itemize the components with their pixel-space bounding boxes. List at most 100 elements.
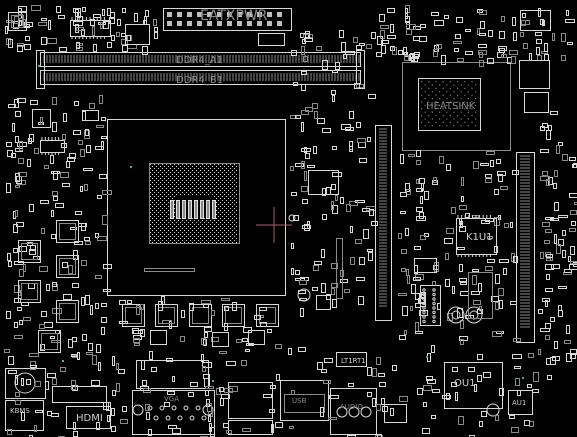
smd-component (514, 366, 521, 369)
chipset-ball (457, 81, 459, 83)
smd-component (381, 45, 386, 54)
smd-component (460, 291, 469, 296)
cpu-pin (216, 202, 217, 203)
smd-component (349, 111, 354, 119)
smd-component (349, 141, 353, 150)
cpu-pin (222, 236, 223, 237)
smd-component (422, 428, 430, 434)
cpu-pin (214, 236, 215, 237)
cpu-pin (178, 232, 179, 233)
cpu-pin (208, 230, 209, 231)
smd-component (465, 29, 471, 32)
smd-component (416, 207, 423, 212)
cpu-pin (158, 164, 159, 165)
cpu-pin (188, 166, 189, 167)
smd-component (97, 195, 102, 199)
smd-component (211, 310, 215, 316)
smd-component (556, 145, 560, 154)
smd-component (48, 20, 51, 30)
cpu-pin (222, 228, 223, 229)
cpu-pin (170, 224, 171, 225)
smd-component (544, 54, 549, 61)
cpu-pin (222, 216, 223, 217)
cpu-pin (216, 206, 217, 207)
vga-pin (189, 415, 195, 421)
smd-component (358, 296, 364, 305)
cpu-pin (178, 180, 179, 181)
smd-component (544, 240, 550, 244)
smd-component (122, 406, 127, 412)
header-pin (422, 288, 426, 292)
cpu-pin (152, 194, 153, 195)
smd-component (461, 196, 464, 202)
cpu-pin (202, 224, 203, 225)
cpu-pin (228, 190, 229, 191)
cpu-pin (160, 230, 161, 231)
smd-component (102, 9, 105, 16)
cpu-pin (186, 232, 187, 233)
cpu-pin (170, 196, 171, 197)
smd-component (56, 6, 61, 13)
smd-component (111, 35, 115, 41)
smd-component (492, 331, 502, 337)
cpu-pin (218, 212, 219, 213)
cpu-pin (198, 192, 199, 193)
teal-marker-2 (62, 360, 64, 362)
smd-component (15, 375, 18, 385)
vga-pin (165, 415, 171, 421)
cpu-pin (206, 220, 207, 221)
smd-component (544, 43, 548, 52)
vga-pin (159, 405, 165, 411)
chipset-ball (471, 121, 473, 123)
cpu-pin (204, 190, 205, 191)
chipset-ball (467, 104, 469, 106)
smd-component (300, 308, 304, 317)
cpu-pin (196, 238, 197, 239)
smd-component (353, 37, 358, 43)
chipset-ball (457, 115, 459, 117)
smd-component (29, 134, 34, 142)
smd-component (405, 183, 410, 192)
cpu-pin (224, 182, 225, 183)
chipset-ball (464, 115, 466, 117)
chipset-ball (449, 81, 451, 83)
smd-component (313, 146, 317, 154)
cpu-pin (172, 178, 173, 179)
cpu-pin (216, 166, 217, 167)
cpu-pin (210, 172, 211, 173)
cpu-pin (198, 180, 199, 181)
smd-component (369, 209, 374, 216)
cpu-pin (226, 172, 227, 173)
cpu-pin (224, 166, 225, 167)
smd-component (414, 52, 420, 57)
smd-component (7, 429, 12, 435)
cpu-pin (156, 210, 157, 211)
smd-component (52, 191, 58, 196)
cpu-pin (212, 234, 213, 235)
header-pin (432, 297, 436, 301)
cpu-pin (232, 178, 233, 179)
cpu-pin (226, 200, 227, 201)
cpu-pin (158, 204, 159, 205)
cpu-pin (156, 214, 157, 215)
cpu-pin (166, 208, 167, 209)
cpu-pin (228, 230, 229, 231)
smd-component (377, 434, 382, 437)
cpu-pin (202, 176, 203, 177)
smd-component (91, 380, 100, 386)
smd-component (136, 305, 140, 315)
cpu-pin (174, 180, 175, 181)
smd-component (51, 340, 61, 343)
smd-component (455, 392, 458, 401)
cpu-pin (236, 194, 237, 195)
cpu-pin (218, 200, 219, 201)
smd-component (95, 275, 102, 279)
chipset-ball (449, 108, 451, 110)
cpu-pin (202, 236, 203, 237)
smd-component (86, 352, 93, 355)
cpu-pin (150, 172, 151, 173)
cpu-pin (180, 186, 181, 187)
cpu-pin (228, 206, 229, 207)
cpu-pin (184, 190, 185, 191)
cpu-pin (222, 196, 223, 197)
